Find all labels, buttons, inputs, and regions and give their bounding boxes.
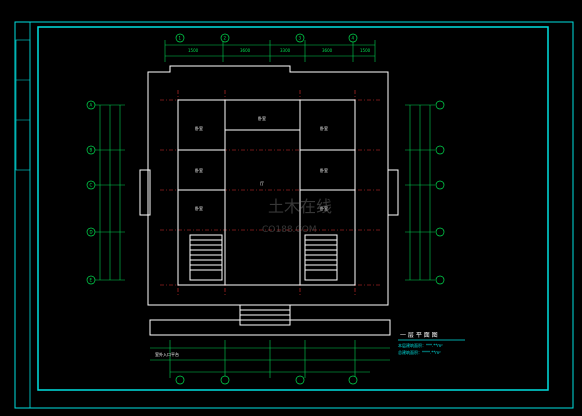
axis-side-a: A <box>90 103 93 108</box>
area-note-2: 总建筑面积：****.**m² <box>398 349 441 355</box>
watermark-text: 土木在线 <box>268 197 332 216</box>
axis-side-b: B <box>90 148 93 153</box>
room-label-right-1: 卧室 <box>320 125 328 131</box>
watermark-subtext: CO188.COM <box>262 225 317 235</box>
outer-frame <box>14 21 574 409</box>
stair-left <box>189 234 223 281</box>
top-dimension-lines <box>164 40 376 62</box>
axis-top-4: 4 <box>352 36 355 41</box>
left-axis-bubbles <box>86 100 96 285</box>
left-dimension-lines <box>95 104 125 281</box>
dim-mark-2: 3600 <box>240 48 251 53</box>
axis-top-1: 1 <box>179 36 182 41</box>
room-label-hall: 厅 <box>260 181 264 186</box>
room-label-left-3: 卧室 <box>195 205 203 211</box>
axis-side-c: C <box>90 183 93 188</box>
axis-side-d: D <box>90 230 93 235</box>
room-label-right-3: 卧室 <box>320 205 328 211</box>
dim-mark-5: 1500 <box>360 48 371 53</box>
room-label-top: 卧室 <box>258 115 266 121</box>
dim-mark-4: 3600 <box>322 48 333 53</box>
margin-title-strip <box>15 39 31 171</box>
interior-walls <box>177 99 356 286</box>
room-label-right-2: 卧室 <box>320 167 328 173</box>
bottom-dimension-lines <box>150 340 390 378</box>
right-dimension-lines <box>405 104 435 281</box>
drawing-title: 一 层 平 面 图 <box>400 332 438 339</box>
right-axis-bubbles <box>435 100 445 285</box>
axis-top-3: 3 <box>299 36 302 41</box>
dim-mark-1: 1500 <box>188 48 199 53</box>
bottom-axis-bubbles <box>175 375 358 385</box>
stair-right <box>304 234 338 281</box>
entrance-steps <box>239 304 291 326</box>
structural-grid <box>160 90 380 295</box>
axis-top-2: 2 <box>224 36 227 41</box>
stair-note: 室外入口平台 <box>155 351 179 357</box>
inner-frame <box>37 26 549 391</box>
area-note-1: 本层建筑面积：***.**m² <box>398 342 443 348</box>
axis-side-e: E <box>90 278 93 283</box>
dim-mark-3: 3300 <box>280 48 291 53</box>
room-label-left-2: 卧室 <box>195 167 203 173</box>
room-label-left-1: 卧室 <box>195 125 203 131</box>
top-axis-bubbles <box>175 33 358 43</box>
